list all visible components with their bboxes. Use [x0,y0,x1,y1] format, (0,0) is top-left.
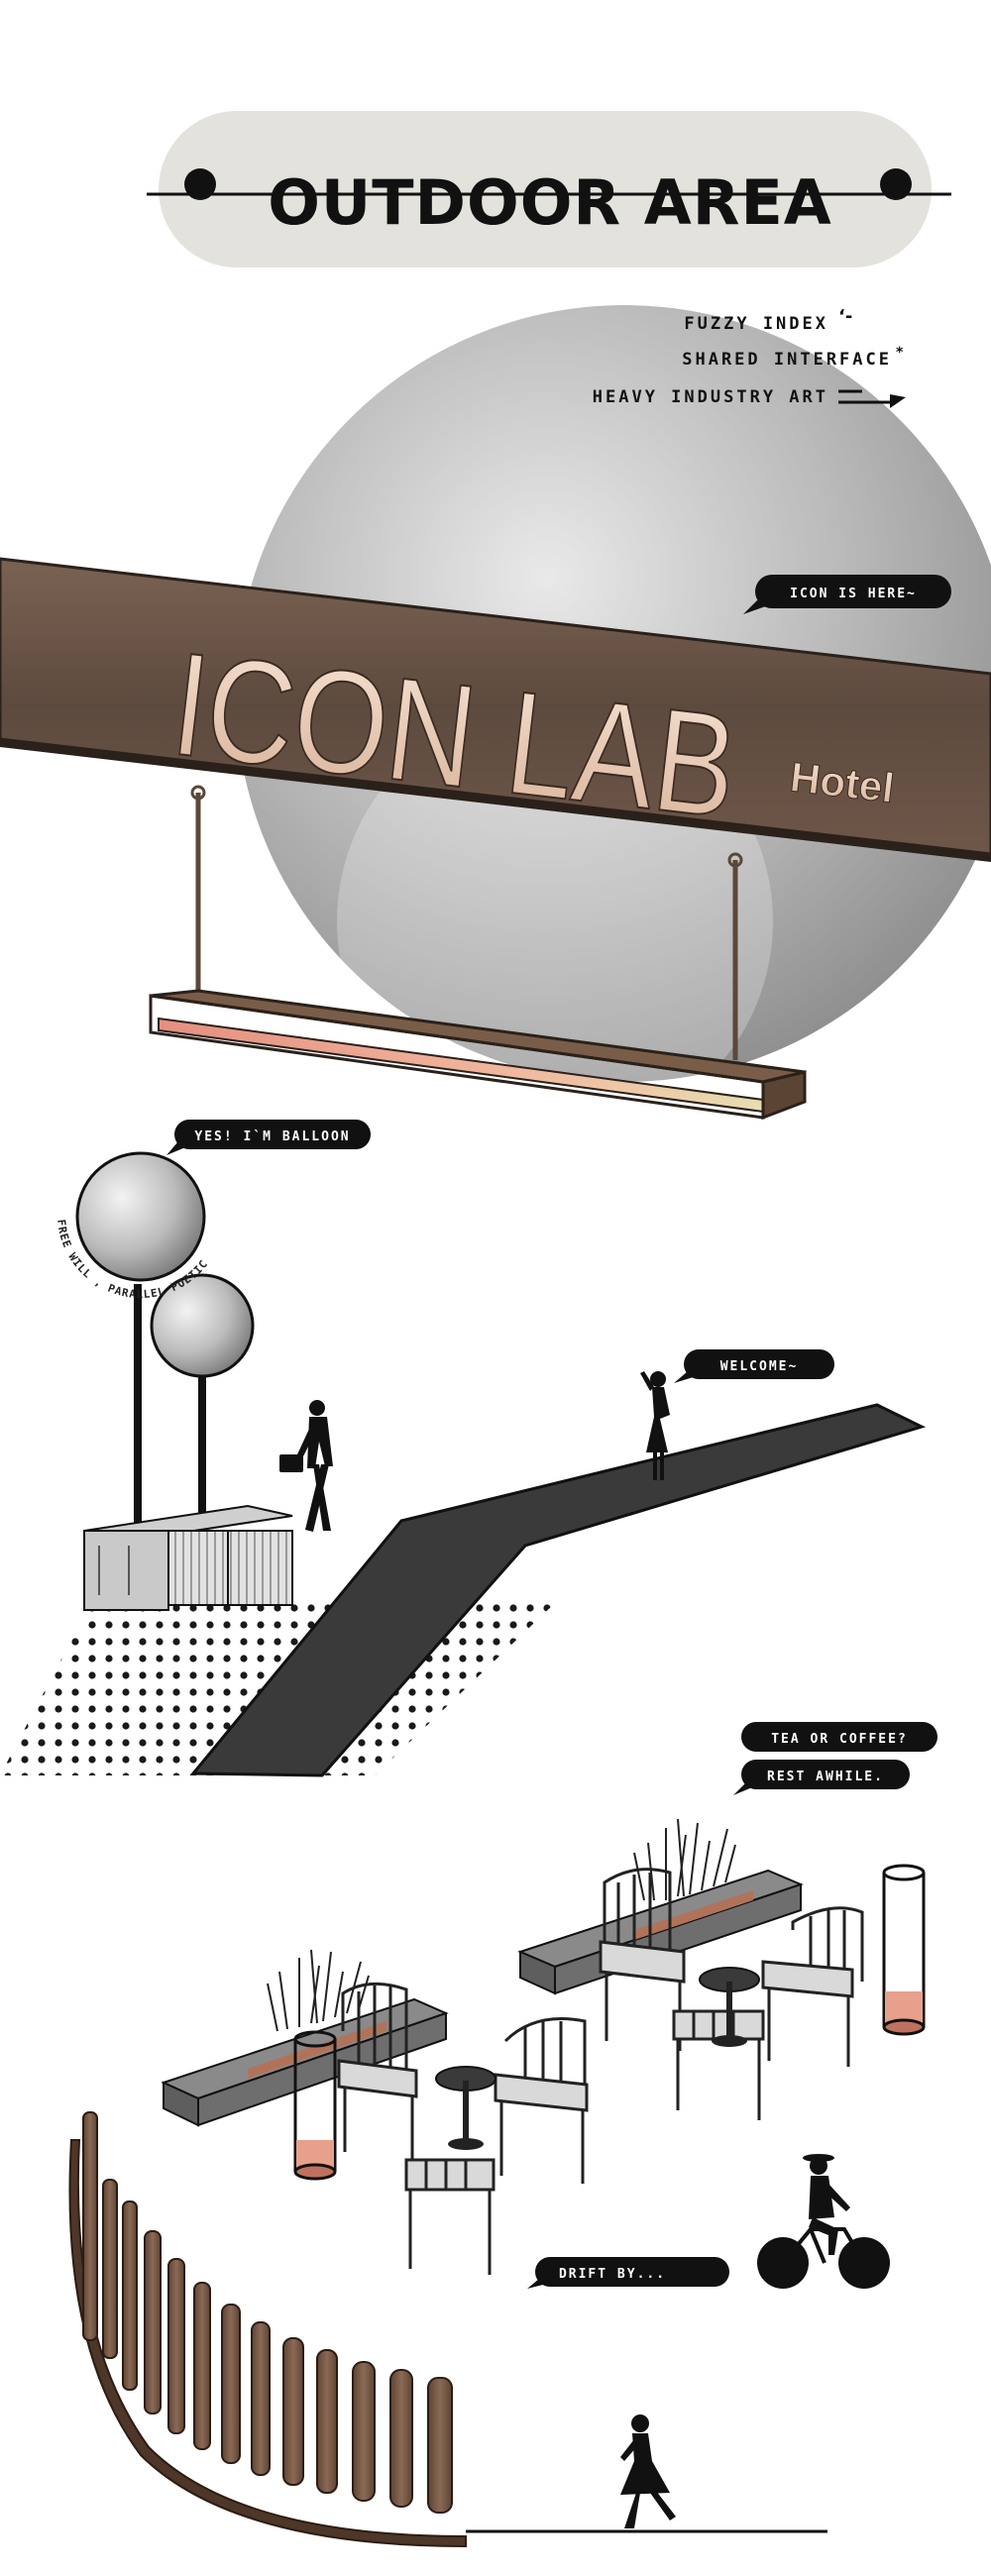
balloon-large [75,1151,206,1282]
standing-woman-silhouette [640,1371,670,1480]
hanging-shelf [149,785,807,1121]
cyclist-silhouette [757,2154,890,2289]
speech-bubble-tea: TEA OR COFFEE? [741,1722,937,1752]
chair-3 [337,1982,418,2162]
curved-wooden-fence [68,2111,467,2548]
header: OUTDOOR AREA [147,111,951,268]
speech-bubble-icon-is-here: ICON IS HERE~ [743,575,951,614]
balloon-pole-1 [134,1284,142,1528]
speech-bubble-balloon: YES! I`M BALLOON [166,1120,371,1155]
speech-bubble-drift: DRIFT BY... [527,2257,729,2289]
tagline-heavy-industry-art: HEAVY INDUSTRY ART [593,387,828,407]
speech-bubble-rest: REST AWHILE. [733,1760,910,1795]
tagline-fuzzy-index: FUZZY INDEX [684,314,828,334]
dancing-girl-silhouette [620,2415,676,2528]
shipping-containers [83,1504,293,1611]
bubble-rest-text: REST AWHILE. [767,1770,884,1784]
cafe-table-1 [699,1967,760,2047]
tagline-mark-1: ʻ- [838,306,852,327]
page-title: OUTDOOR AREA [268,166,832,239]
sign-band-edge [0,739,991,862]
bubble-balloon-text: YES! I`M BALLOON [194,1129,350,1144]
chair-1 [599,1868,686,2051]
glass-lantern-left [293,2030,337,2181]
chair-6 [672,2009,765,2120]
glass-lantern-right [882,1864,926,2036]
asphalt-path [189,1403,927,1777]
cafe-table-2 [435,2066,496,2150]
sign-band [0,557,991,856]
balloon-small [150,1273,255,1378]
header-dot-right [880,168,912,200]
arrow-icon [838,389,906,408]
bubble-welcome-text: WELCOME~ [720,1359,799,1374]
grass-tuft-left [267,1949,370,2032]
path-section: YES! I`M BALLOON FREE WILL , PARALLEL PO… [0,1120,927,1777]
bubble-drift-text: DRIFT BY... [559,2267,666,2282]
chair-2 [761,1906,864,2067]
bubble-tea-text: TEA OR COFFEE? [771,1732,908,1747]
planter-bench-left [161,1949,449,2127]
fence-section: DRIFT BY... [68,2111,890,2548]
balloon-pole-2 [198,1367,206,1516]
chair-5 [404,2158,496,2275]
bubble-icon-is-here-text: ICON IS HERE~ [790,587,917,601]
grass-tuft-right [633,1818,736,1901]
seating-section: TEA OR COFFEE? REST AWHILE. [161,1722,937,2275]
tagline-shared-interface: SHARED INTERFACE [682,350,892,370]
tagline-mark-2: * [896,345,904,361]
header-pill [159,111,932,268]
chair-4 [494,2017,589,2184]
walking-man-silhouette [279,1400,333,1532]
sign-section: FUZZY INDEX ʻ- SHARED INTERFACE * HEAVY … [0,305,991,1139]
speech-bubble-welcome: WELCOME~ [674,1349,834,1383]
header-dot-left [184,168,216,200]
